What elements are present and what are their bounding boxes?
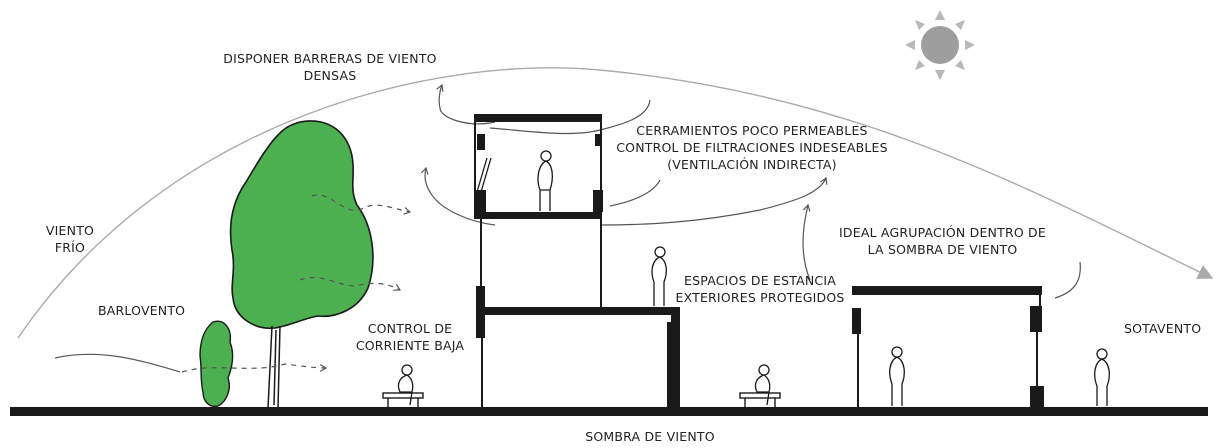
sotavento-label: SOTAVENTO (1124, 321, 1202, 336)
sombra-label: SOMBRA DE VIENTO (585, 429, 715, 444)
espacios-label: ESPACIOS DE ESTANCIA EXTERIORES PROTEGID… (672, 272, 848, 306)
barreras-label: DISPONER BARRERAS DE VIENTO DENSAS (185, 50, 475, 84)
pavilion (852, 286, 1044, 408)
sun-icon (905, 10, 975, 80)
cerramientos-label: CERRAMIENTOS POCO PERMEABLES CONTROL DE … (606, 122, 898, 173)
barreras-line-2: DENSAS (303, 68, 357, 83)
agrupacion-line-1: IDEAL AGRUPACIÓN DENTRO DE (839, 225, 1046, 240)
viento-frio-line-2: FRÍO (54, 240, 86, 255)
cerramientos-line-3: (VENTILACIÓN INDIRECTA) (667, 157, 837, 172)
ground-line (10, 407, 1208, 416)
wind-arrow-icon (54, 83, 1081, 373)
control-line-1: CONTROL DE (367, 321, 453, 336)
espacios-line-1: ESPACIOS DE ESTANCIA (684, 273, 836, 288)
viento-frio-label: VIENTO FRÍO (40, 222, 100, 256)
bench-icon (382, 392, 781, 408)
viento-frio-line-1: VIENTO (45, 223, 95, 238)
barlovento-label: BARLOVENTO (98, 303, 186, 318)
lower-building (476, 286, 680, 408)
agrupacion-label: IDEAL AGRUPACIÓN DENTRO DE LA SOMBRA DE … (815, 224, 1070, 258)
upper-building (474, 114, 603, 308)
control-line-2: CORRIENTE BAJA (355, 338, 465, 353)
agrupacion-line-2: LA SOMBRA DE VIENTO (867, 242, 1018, 257)
barreras-line-1: DISPONER BARRERAS DE VIENTO (223, 51, 437, 66)
control-label: CONTROL DE CORRIENTE BAJA (350, 320, 470, 354)
shrub-icon (199, 320, 234, 408)
person-icon (397, 150, 1110, 406)
window-sash (476, 157, 492, 193)
cerramientos-line-1: CERRAMIENTOS POCO PERMEABLES (636, 123, 868, 138)
espacios-line-2: EXTERIORES PROTEGIDOS (675, 290, 845, 305)
tree-icon (229, 120, 374, 409)
cerramientos-line-2: CONTROL DE FILTRACIONES INDESEABLES (616, 140, 888, 155)
wind-arc (17, 67, 1214, 339)
